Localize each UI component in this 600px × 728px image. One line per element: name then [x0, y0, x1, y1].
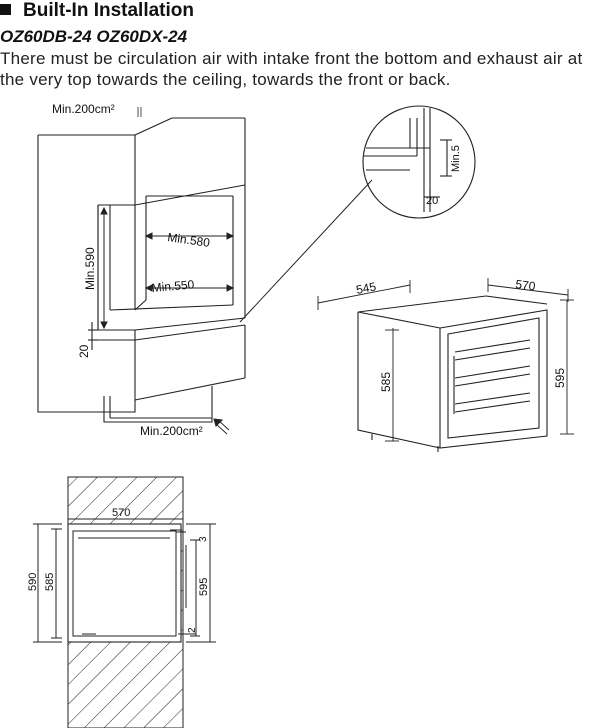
label-detail-20: 20	[426, 195, 438, 207]
label-plan-590: 590	[27, 573, 39, 591]
label-plan-595: 595	[198, 578, 210, 596]
label-545: 545	[355, 279, 378, 297]
label-gap-20: 20	[77, 344, 91, 358]
plan-view	[33, 476, 216, 728]
label-min590: Min.590	[83, 247, 97, 290]
cabinet-dimension-arrows	[100, 107, 235, 435]
label-min550: Min.550	[151, 277, 195, 295]
intro-text: There must be circulation air with intak…	[0, 49, 583, 89]
square-bullet-icon	[0, 4, 11, 15]
model-numbers: OZ60DB-24 OZ60DX-24	[0, 27, 188, 46]
label-detail-min5: Min.5	[450, 145, 462, 172]
label-min580: Min.580	[167, 230, 212, 250]
cabinet-diagram	[37, 117, 246, 423]
wine-cooler-dimensions	[317, 278, 574, 442]
section-heading: Built-In Installation	[0, 0, 194, 22]
label-plan-3: 3	[198, 536, 209, 542]
label-plan-570: 570	[112, 507, 130, 519]
label-595-side: 595	[553, 368, 567, 388]
label-plan-2: 2	[187, 627, 198, 633]
wine-cooler-drawing	[357, 295, 548, 452]
heading-text: Built-In Installation	[23, 0, 194, 21]
label-min200-bottom: Min.200cm²	[140, 424, 203, 438]
detail-circle	[362, 105, 476, 219]
label-585-side: 585	[379, 372, 393, 392]
detail-leader-line	[239, 179, 373, 323]
label-plan-585: 585	[44, 573, 56, 591]
label-min200-top: Min.200cm²	[52, 102, 115, 116]
label-570-top: 570	[515, 277, 537, 293]
diagram-labels: Min.200cm² Min.200cm² Min.580 Min.550 Mi…	[27, 102, 567, 633]
